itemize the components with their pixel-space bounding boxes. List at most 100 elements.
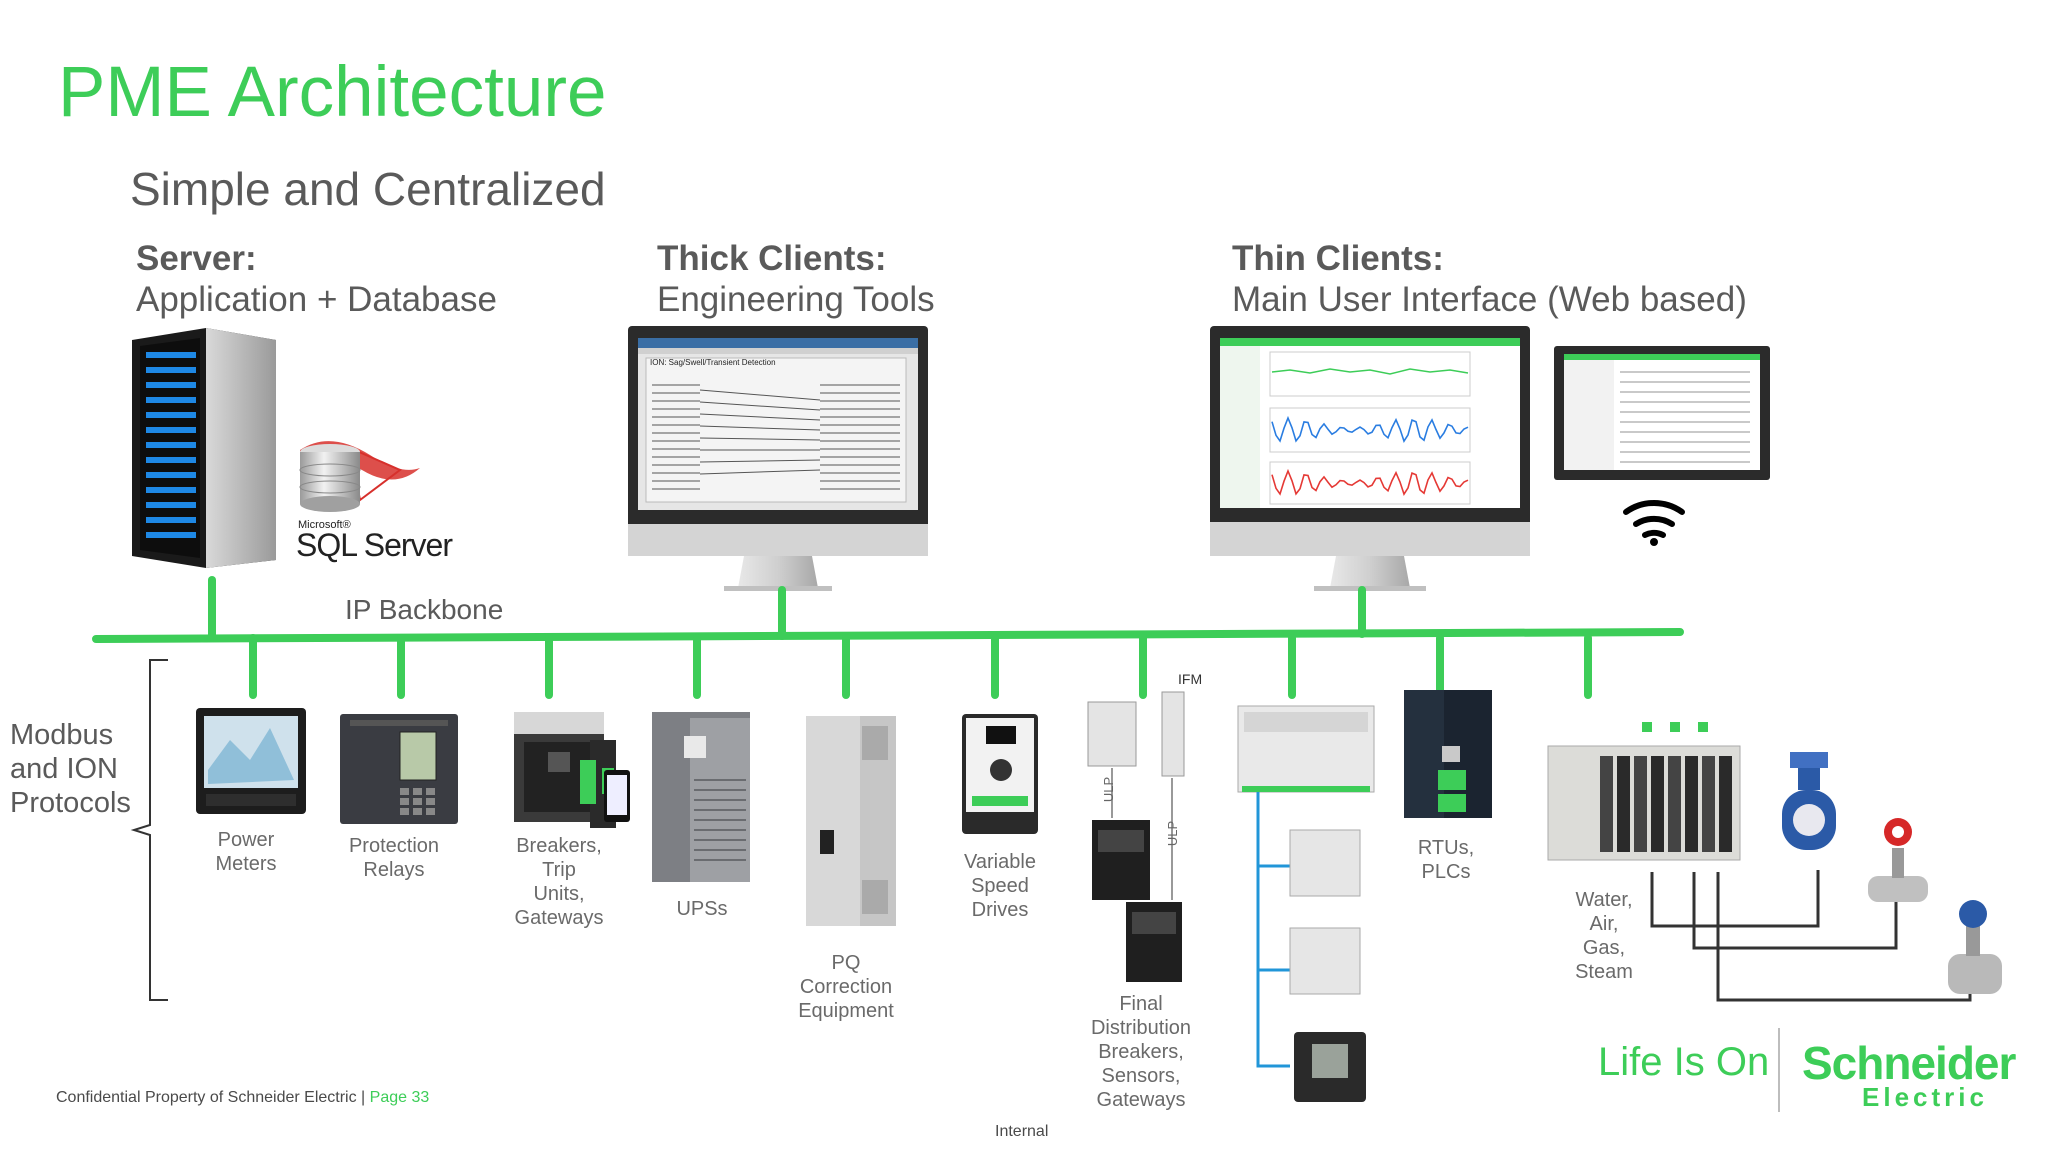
label-line: PLCs [1421,861,1471,883]
plc-module [1719,756,1732,852]
plc-module [1702,756,1715,852]
label-line: Relays [363,859,425,881]
label-line: Final [1119,993,1163,1015]
gateway-modules-icon [1237,705,1375,1102]
plc-module [1634,756,1647,852]
label-line: Breakers, [1098,1041,1184,1063]
plc-module [1617,756,1630,852]
pq-correction-icon [806,716,896,926]
protocols-line-1: Modbus [10,719,114,751]
rack-slot [146,412,196,418]
page-subtitle: Simple and Centralized [130,163,606,215]
footer: Confidential Property of Schneider Elect… [56,1089,429,1107]
label-line: Protection [348,835,440,857]
rack-slot [146,487,196,493]
ip-backbone-label: IP Backbone [345,594,504,625]
vortex-meter-icon [1948,900,2002,994]
ulp-label-2: ULP [1165,820,1181,847]
sql-server-logo-icon [299,441,420,512]
label-line: Trip [542,859,576,881]
label-line: Meters [215,853,277,875]
rack-slot [146,442,196,448]
thick-heading-block: Thick Clients: Engineering Tools [657,238,935,320]
breaker-icon [514,712,630,828]
protocols-label: Modbus and ION Protocols [10,718,131,820]
brand-logo-sub: Electric [1862,1082,1988,1112]
label-water-air-gas-steam: Water, Air, Gas, Steam [1564,888,1644,984]
relay-button [413,788,422,795]
label-line: Distribution [1090,1017,1192,1039]
label-line: Correction [799,976,893,998]
tablet-icon [1554,346,1770,480]
rack-slot [146,382,196,388]
relay-button [400,788,409,795]
ulp-label-1: ULP [1101,776,1117,803]
relay-button [426,798,435,805]
screen-line [699,469,821,475]
brand-logo: Schneider [1802,1037,2016,1089]
page-number: Page 33 [369,1089,430,1106]
ip-backbone [92,576,1684,699]
thick-screen-title: ION: Sag/Swell/Transient Detection [650,358,776,367]
label-line: Gateways [514,907,604,929]
label-line: Water, [1575,889,1633,911]
flow-meter-icon [1782,752,1836,850]
label-line: Equipment [798,1000,894,1022]
server-text: Application + Database [136,280,497,319]
relay-button [400,808,409,815]
thin-heading-block: Thin Clients: Main User Interface (Web b… [1232,238,1747,320]
relay-button [400,798,409,805]
rack-slot [146,472,196,478]
protocol-bracket [130,659,168,1001]
label-line: Variable [964,851,1036,873]
final-distribution-icon [1087,691,1185,982]
label-line: Air, [1589,913,1619,935]
label-line: RTUs, [1417,837,1475,859]
protection-relay-icon [340,714,458,824]
power-meter-icon [196,708,306,814]
protocols-line-2: and ION [10,753,118,785]
server-heading: Server: [136,239,257,278]
rack-slot [146,397,196,403]
label-line: Speed [971,875,1029,897]
rack-slot [146,427,196,433]
label-line: Units, [533,883,585,905]
relay-button [413,808,422,815]
screen-line [699,425,821,431]
relay-button [426,788,435,795]
label-line: Gas, [1582,937,1626,959]
label-power-meters: Power Meters [206,828,286,876]
label-upss: UPSs [662,897,742,921]
rack-slot [146,352,196,358]
process-plc-icon [1547,722,1972,1002]
sql-server-label: SQL Server [296,527,453,563]
classification-label: Internal [995,1123,1049,1140]
wifi-icon [1623,500,1685,546]
thick-text: Engineering Tools [657,280,935,319]
label-rtus-plcs: RTUs, PLCs [1406,836,1486,884]
plc-module [1651,756,1664,852]
ups-icon [652,712,750,882]
pressure-transmitter-icon [1868,818,1928,902]
label-line: Gateways [1096,1089,1186,1111]
plc-module [1668,756,1681,852]
label-line: Steam [1575,961,1633,983]
label-line: Sensors, [1101,1065,1181,1087]
relay-button [426,808,435,815]
screen-line [699,459,821,463]
plc-module [1685,756,1698,852]
page-title: PME Architecture [58,53,607,132]
screen-line [699,413,821,421]
server-rack-icon [132,328,276,568]
thin-heading: Thin Clients: [1232,239,1444,278]
thick-client-monitor-icon [628,326,928,591]
rtu-plc-icon [1404,690,1492,818]
label-line: UPSs [676,898,728,920]
label-breakers: Breakers, Trip Units, Gateways [509,834,609,930]
label-line: Power [217,829,275,851]
label-protection-relays: Protection Relays [344,834,444,882]
footer-text: Confidential Property of Schneider Elect… [56,1089,370,1106]
sql-server-small-label: Microsoft® [298,519,351,531]
rack-slot [146,532,196,538]
